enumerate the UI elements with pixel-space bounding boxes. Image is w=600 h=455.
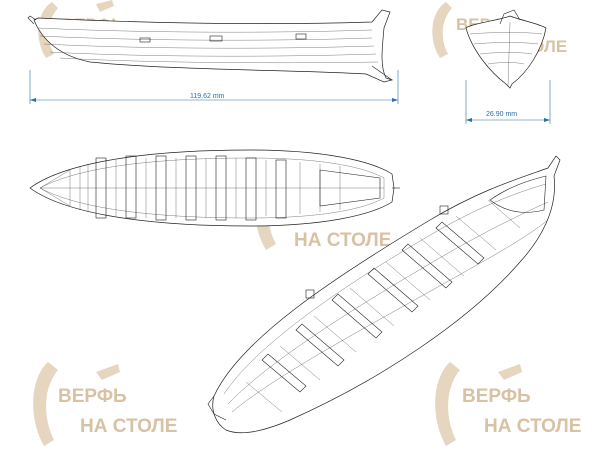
watermark-bottom-left: ВЕРФЬ НА СТОЛЕ <box>33 362 177 446</box>
perspective-frames <box>245 199 521 413</box>
watermark-line1: ВЕРФЬ <box>58 386 127 407</box>
bow-view <box>465 9 547 89</box>
top-view <box>29 149 400 227</box>
thwarts <box>95 155 287 221</box>
beam-label: 26.90 mm <box>486 111 517 118</box>
beam-dimension: 26.90 mm <box>465 80 551 124</box>
watermark-bottom-right: ВЕРФЬ НА СТОЛЕ <box>435 362 581 446</box>
watermark-line2: НА СТОЛЕ <box>294 230 391 251</box>
length-dimension: 119.62 mm <box>29 70 399 104</box>
perspective-view <box>207 155 561 434</box>
watermark-line2: НА СТОЛЕ <box>80 416 177 437</box>
length-label: 119.62 mm <box>190 93 225 100</box>
perspective-thwarts <box>261 221 485 393</box>
side-view <box>27 9 394 83</box>
watermark-line1: ВЕРФЬ <box>462 386 531 407</box>
watermark-line2: НА СТОЛЕ <box>484 416 581 437</box>
